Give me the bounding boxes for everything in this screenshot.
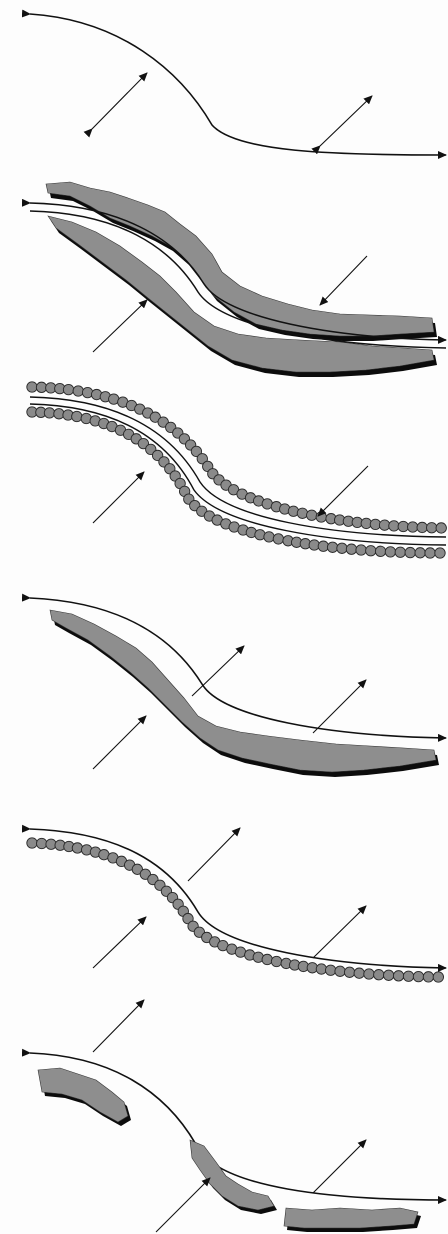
bead [423,972,433,982]
panel-1 [30,14,446,155]
bead [262,954,272,964]
bead [316,964,326,974]
double-arrow [92,73,147,129]
bead [344,967,354,977]
bead [408,522,418,532]
bead [318,541,328,551]
force-arrow [313,906,366,958]
interface-curve [30,14,446,155]
force-arrow [93,472,144,523]
force-arrow [192,646,244,696]
force-arrow [320,256,367,305]
bead [264,532,274,542]
bead [271,956,281,966]
bead [307,510,317,520]
bead [393,971,403,981]
force-arrow [318,466,368,516]
bead [82,387,92,397]
bead [273,534,283,544]
bead [36,838,46,848]
force-arrow [93,300,147,352]
bead [366,546,376,556]
bead [379,520,389,530]
bead [417,522,427,532]
bead [375,546,385,556]
bead [335,966,345,976]
bead [72,411,82,421]
bead [346,544,356,554]
panel-3 [27,382,447,558]
bead [27,382,37,392]
force-arrow [313,1140,366,1193]
bead [425,548,435,558]
force-arrow [93,716,146,769]
bead [405,547,415,557]
lower-bead-chain [27,407,445,558]
panel-2 [30,182,446,377]
bead [436,523,446,533]
bead [356,545,366,555]
bead [327,542,337,552]
bead [398,521,408,531]
panel-4 [30,598,446,777]
bead [72,843,82,853]
bead [63,384,73,394]
bead [364,969,374,979]
bead [435,548,445,558]
force-arrow [93,1000,144,1052]
bead [325,965,335,975]
bead [27,838,37,848]
bead [426,523,436,533]
bead [297,508,307,518]
force-arrow [156,1178,210,1232]
bead [385,547,395,557]
force-arrow [188,828,240,881]
bead [337,543,347,553]
interface-curve [30,1053,446,1200]
bead [235,947,245,957]
panel-5 [27,828,446,982]
bead-chain [27,838,444,982]
bead [374,969,384,979]
bead [395,547,405,557]
force-arrow [313,680,366,733]
lower-deposit-layer [50,610,439,777]
deposit-island [190,1140,277,1214]
panel-6 [30,1000,446,1232]
bead [354,968,364,978]
interface-curve [30,598,446,738]
bead [433,972,443,982]
bead [413,971,423,981]
deposit-island [284,1208,421,1232]
deposit-island [38,1068,131,1126]
bead [403,971,413,981]
bead [44,408,54,418]
bead [415,548,425,558]
bead [73,386,83,396]
bead [389,521,399,531]
bead [383,970,393,980]
bead [36,382,46,392]
double-arrow [320,96,372,146]
force-arrow [93,917,146,968]
